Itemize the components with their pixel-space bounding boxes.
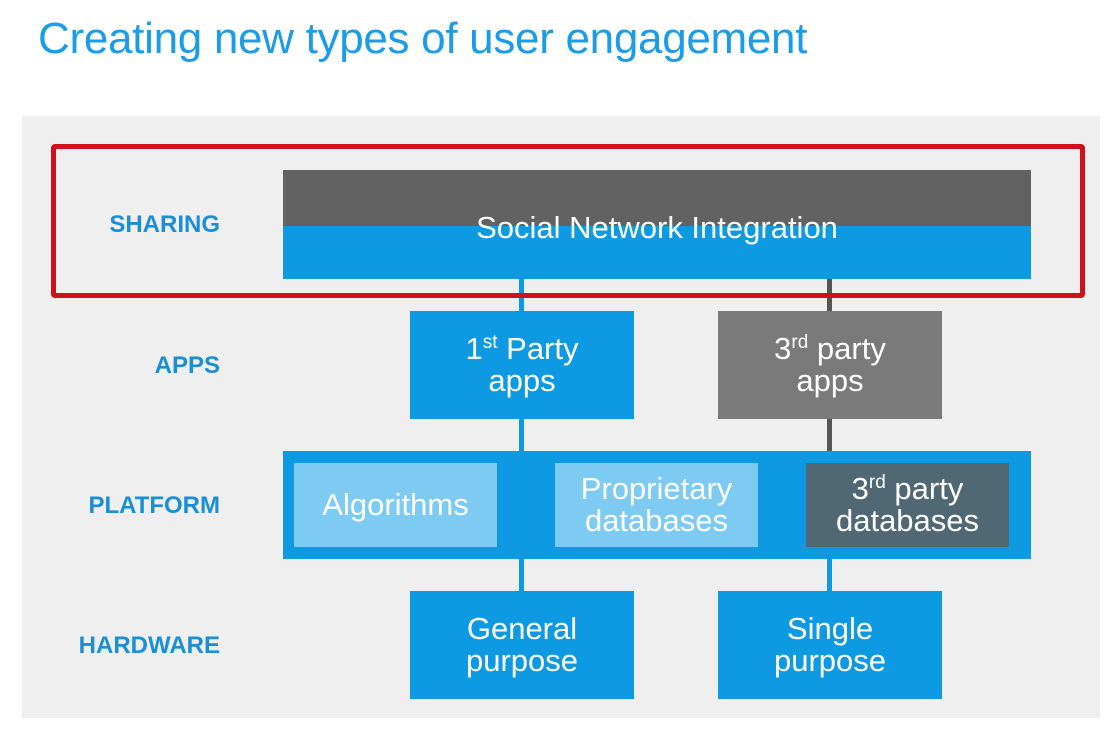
proprietary-line1: Proprietary xyxy=(580,471,733,506)
connector-apps-platform-left xyxy=(519,419,524,451)
third-party-db-line2: databases xyxy=(835,503,980,538)
proprietary-line2: databases xyxy=(584,503,729,538)
single-line1: Single xyxy=(786,611,874,646)
proprietary-databases-box: Proprietary databases xyxy=(555,463,758,547)
first-party-sup: st xyxy=(482,332,498,353)
general-line1: General xyxy=(466,611,578,646)
row-label-sharing: SHARING xyxy=(109,211,220,238)
single-line2: purpose xyxy=(773,643,887,678)
third-party-apps-line2: apps xyxy=(796,363,864,398)
first-party-line2: apps xyxy=(488,363,556,398)
row-label-hardware: HARDWARE xyxy=(78,632,220,659)
sharing-highlight-frame xyxy=(51,144,1085,298)
third-party-db-line1: party xyxy=(885,471,964,506)
connector-platform-hardware-left xyxy=(519,559,524,591)
third-party-db-sup: rd xyxy=(868,472,886,493)
row-label-apps: APPS xyxy=(154,352,220,379)
connector-platform-hardware-right xyxy=(827,559,832,591)
first-party-num: 1 xyxy=(465,331,483,366)
social-network-integration-label: Social Network Integration xyxy=(476,210,838,245)
connector-apps-platform-right xyxy=(827,419,832,451)
social-network-bar-bottom xyxy=(283,226,1031,279)
algorithms-box: Algorithms xyxy=(294,463,497,547)
first-party-apps-box: 1st Party apps xyxy=(410,311,634,419)
third-party-databases-box: 3rd party databases xyxy=(806,463,1009,547)
row-label-platform: PLATFORM xyxy=(88,492,220,519)
general-line2: purpose xyxy=(465,643,579,678)
general-purpose-box: General purpose xyxy=(410,591,634,699)
third-party-apps-sup: rd xyxy=(791,332,809,353)
third-party-apps-num: 3 xyxy=(774,331,792,366)
slide-title: Creating new types of user engagement xyxy=(38,14,808,63)
third-party-apps-line1: party xyxy=(808,331,886,366)
algorithms-label: Algorithms xyxy=(322,487,469,522)
third-party-apps-box: 3rd party apps xyxy=(718,311,942,419)
single-purpose-box: Single purpose xyxy=(718,591,942,699)
third-party-db-num: 3 xyxy=(851,471,869,506)
first-party-line1: Party xyxy=(497,331,579,366)
social-network-bar-top xyxy=(283,170,1031,226)
